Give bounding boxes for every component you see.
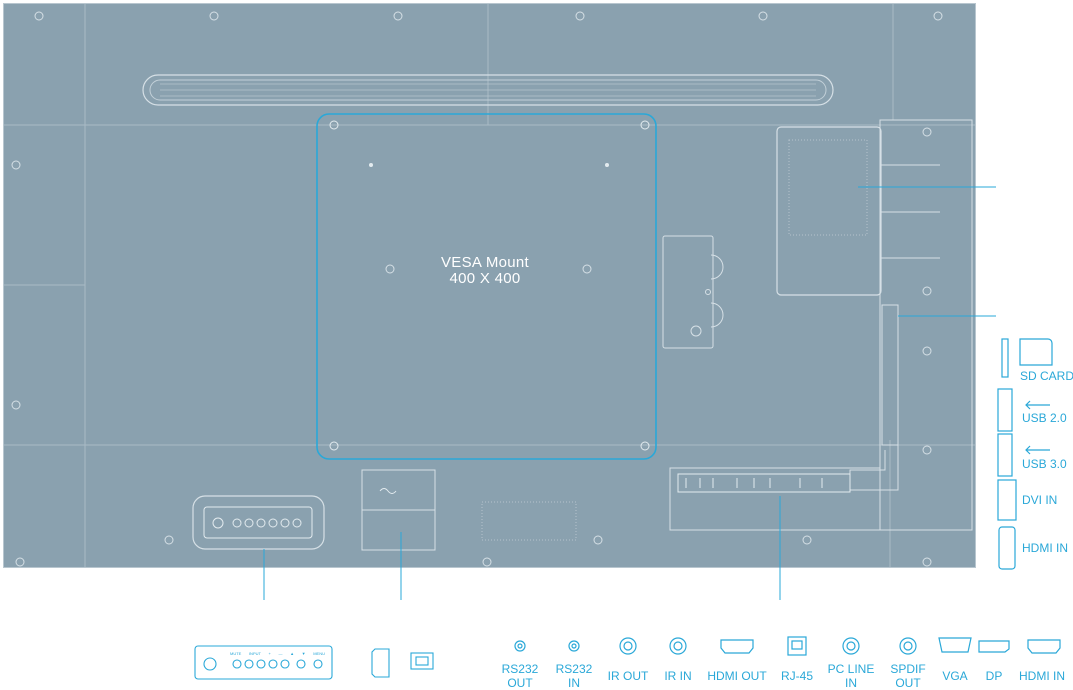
usb-3-port-icon xyxy=(997,433,1013,477)
bottom-port-label: DP xyxy=(985,669,1003,683)
vesa-mount-size: 400 X 400 xyxy=(449,270,521,287)
keypad-housing xyxy=(192,495,325,550)
sd-card-icon xyxy=(1019,338,1053,366)
leader-lines xyxy=(263,186,996,600)
dvi-port-icon xyxy=(997,479,1017,521)
bottom-port-label: HDMI OUT xyxy=(707,669,767,683)
bottom-port-label: IR OUT xyxy=(607,669,649,683)
side-port-label: HDMI IN xyxy=(1022,541,1068,555)
bottom-port-label: HDMI IN xyxy=(1019,669,1065,683)
bottom-port-label: VGA xyxy=(942,669,968,683)
usb-symbol-icon xyxy=(1025,400,1050,410)
keypad-label: MUTE xyxy=(230,651,242,656)
usb-symbol-icon xyxy=(1025,445,1050,455)
bottom-port-label: RJ-45 xyxy=(780,669,813,683)
rear-bracket xyxy=(662,235,724,349)
power-key-icon xyxy=(203,657,217,671)
vesa-mount-area xyxy=(316,113,657,460)
keypad-label: — xyxy=(278,651,283,656)
side-io-module xyxy=(776,119,973,531)
keypad-label: + xyxy=(268,651,271,656)
keypad-labels: MUTE INPUT + — ▲ ▼ MENU xyxy=(230,651,325,656)
keypad-label: MENU xyxy=(313,651,325,656)
panel-screws xyxy=(11,11,943,567)
keypad-label: ▲ xyxy=(290,651,295,656)
hdmi-port-icon xyxy=(998,526,1016,570)
keypad-label: ▼ xyxy=(301,651,306,656)
vesa-mount-title: VESA Mount xyxy=(440,254,530,271)
vesa-mount-label: VESA Mount 400 X 400 xyxy=(405,255,565,287)
side-port-label: SD CARD xyxy=(1020,369,1073,383)
side-port-label: DVI IN xyxy=(1022,493,1058,507)
keypad-label: INPUT xyxy=(248,651,261,656)
side-port-label: USB 2.0 xyxy=(1022,411,1067,425)
usb-2-port-icon xyxy=(997,388,1013,432)
bottom-io-module xyxy=(669,467,881,531)
keypad-icon xyxy=(194,645,333,680)
power-housing xyxy=(361,469,577,551)
speaker-grille xyxy=(142,74,834,106)
ac-inlet-icon xyxy=(371,648,390,678)
bottom-port-label: IR IN xyxy=(664,669,692,683)
sd-card-slot-icon xyxy=(1001,338,1009,378)
power-switch-icon xyxy=(410,652,434,670)
side-port-label: USB 3.0 xyxy=(1022,457,1067,471)
